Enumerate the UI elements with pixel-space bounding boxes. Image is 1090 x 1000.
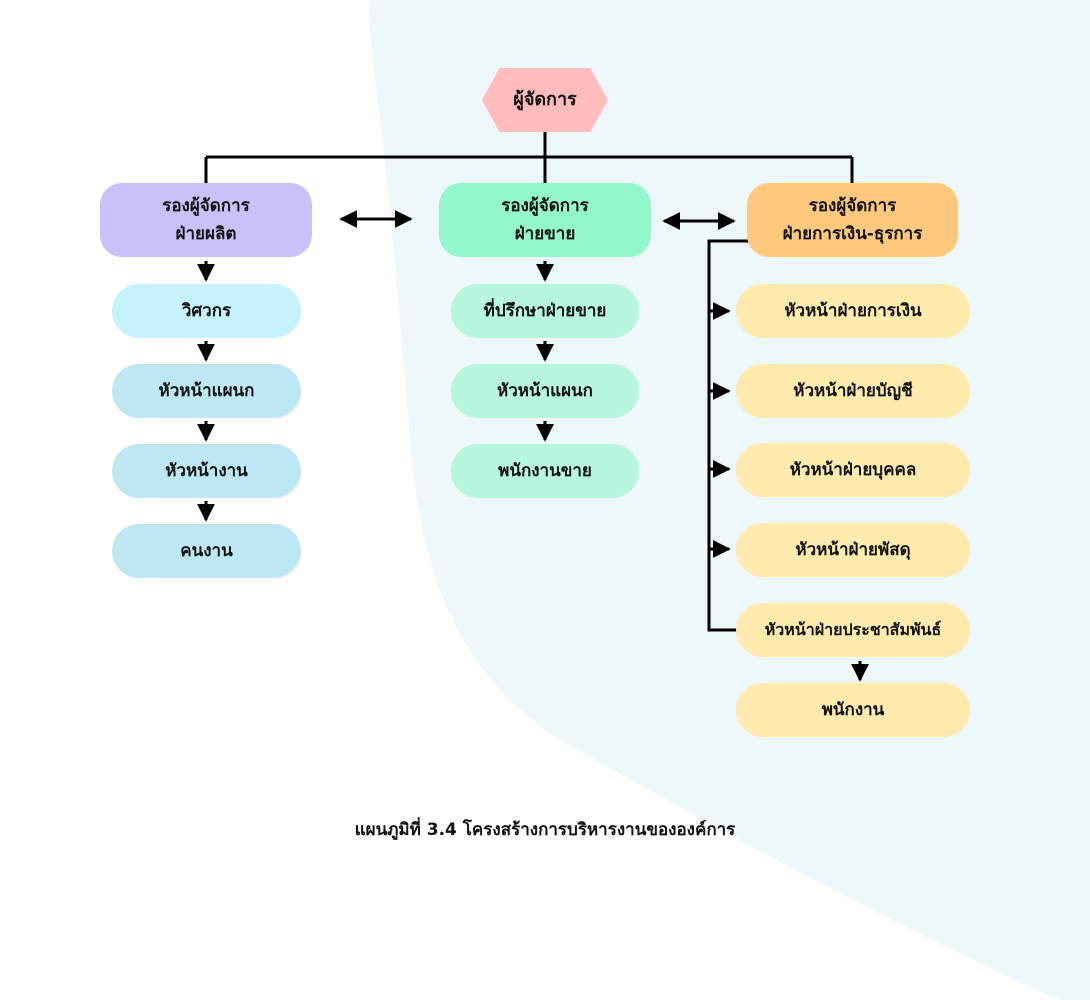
node-label: หัวหน้าฝ่ายบุคคล <box>789 460 917 480</box>
node-label: หัวหน้างาน <box>165 461 248 481</box>
node-label: พนักงานขาย <box>498 461 592 481</box>
node-label: พนักงาน <box>821 700 885 720</box>
node-label: วิศวกร <box>181 301 232 321</box>
vp-sales-title-line1: รองผู้จัดการ <box>501 196 589 216</box>
production-engineer-node: วิศวกร <box>112 284 301 338</box>
vp-finance-title-line1: รองผู้จัดการ <box>808 196 897 216</box>
accounting-head-node: หัวหน้าฝ่ายบัญชี <box>736 364 970 418</box>
figure-caption: แผนภูมิที่ 3.4 โครงสร้างการบริหารงานของอ… <box>354 820 736 840</box>
vp-production-title-line1: รองผู้จัดการ <box>162 196 250 216</box>
vp-production-node: รองผู้จัดการ ฝ่ายผลิต <box>100 183 312 257</box>
vp-finance-node: รองผู้จัดการ ฝ่ายการเงิน-ธุรการ <box>747 183 958 257</box>
manager-label: ผู้จัดการ <box>513 89 577 110</box>
hr-head-node: หัวหน้าฝ่ายบุคคล <box>736 443 970 497</box>
production-dept-head-node: หัวหน้าแผนก <box>112 364 301 418</box>
vp-finance-title-line2: ฝ่ายการเงิน-ธุรการ <box>782 224 923 244</box>
pr-staff-node: พนักงาน <box>736 683 970 737</box>
production-worker-node: คนงาน <box>112 524 301 578</box>
vp-production-title-line2: ฝ่ายผลิต <box>175 224 237 244</box>
node-label: หัวหน้าแผนก <box>497 381 593 401</box>
vp-sales-title-line2: ฝ่ายขาย <box>514 224 576 244</box>
node-label: หัวหน้าแผนก <box>158 381 255 401</box>
production-supervisor-node: หัวหน้างาน <box>112 444 301 498</box>
pr-head-node: หัวหน้าฝ่ายประชาสัมพันธ์ <box>736 603 970 657</box>
vp-sales-node: รองผู้จัดการ ฝ่ายขาย <box>439 183 651 257</box>
sales-staff-node: พนักงานขาย <box>451 444 639 498</box>
node-label: หัวหน้าฝ่ายการเงิน <box>784 301 922 321</box>
finance-bracket <box>707 239 750 632</box>
node-label: หัวหน้าฝ่ายประชาสัมพันธ์ <box>764 620 942 639</box>
node-label: หัวหน้าฝ่ายพัสดุ <box>795 540 911 560</box>
sales-consultant-node: ที่ปรึกษาฝ่ายขาย <box>451 284 639 338</box>
node-label: หัวหน้าฝ่ายบัญชี <box>793 381 913 401</box>
supplies-head-node: หัวหน้าฝ่ายพัสดุ <box>736 523 970 577</box>
node-label: คนงาน <box>180 541 233 561</box>
node-label: ที่ปรึกษาฝ่ายขาย <box>483 301 607 321</box>
manager-node: ผู้จัดการ <box>482 68 608 132</box>
finance-head-node: หัวหน้าฝ่ายการเงิน <box>736 284 970 338</box>
top-connector <box>204 132 854 183</box>
sales-dept-head-node: หัวหน้าแผนก <box>451 364 639 418</box>
